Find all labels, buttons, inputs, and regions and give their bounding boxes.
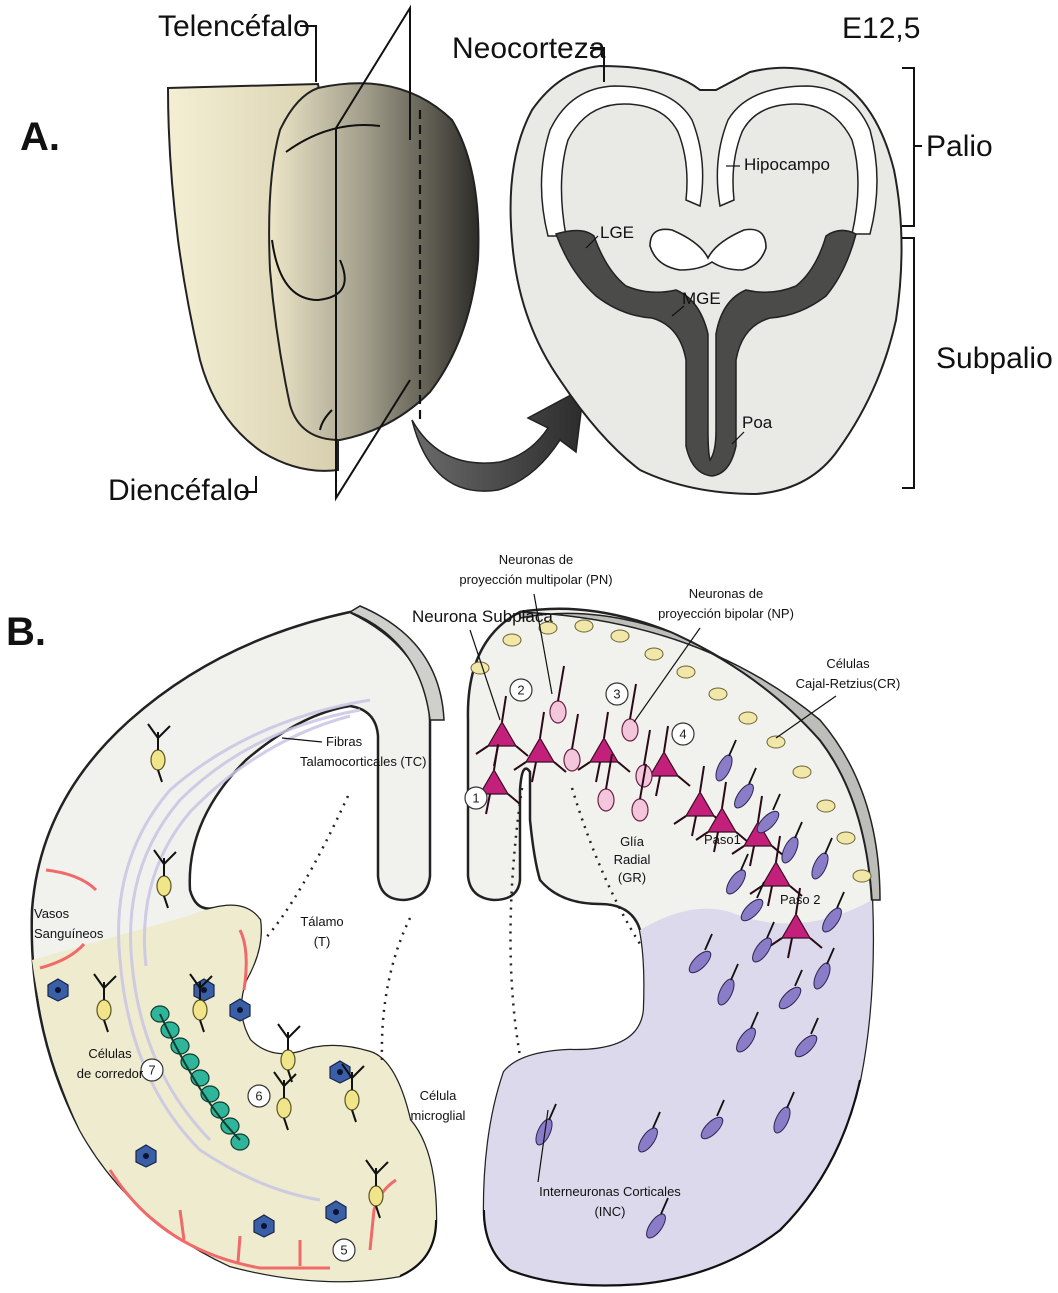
label-palio: Palio xyxy=(926,130,993,163)
label-pn-line1: Neuronas de xyxy=(499,552,573,567)
cr-cell xyxy=(853,870,871,882)
panel-a-label: A. xyxy=(20,115,60,159)
svg-text:5: 5 xyxy=(340,1243,347,1258)
label-microglia-line1: Célula xyxy=(420,1088,458,1103)
label-paso1: Paso1 xyxy=(704,832,741,847)
svg-text:3: 3 xyxy=(613,687,620,702)
label-cr-line1: Células xyxy=(826,656,870,671)
label-microglia-line2: microglial xyxy=(411,1108,466,1123)
step-5: 5 xyxy=(333,1239,355,1261)
label-talamo-line2: (T) xyxy=(314,934,331,949)
panel-b: B. xyxy=(6,552,900,1285)
cr-cell xyxy=(575,620,593,632)
label-cr-line2: Cajal-Retzius(CR) xyxy=(796,676,901,691)
thalamic-zone xyxy=(32,906,436,1281)
label-subpalio: Subpalio xyxy=(936,342,1053,375)
cr-cell xyxy=(709,688,727,700)
cr-cell xyxy=(503,634,521,646)
svg-text:7: 7 xyxy=(148,1063,155,1078)
label-mge: MGE xyxy=(682,289,721,308)
step-3: 3 xyxy=(606,683,628,705)
step-1: 1 xyxy=(465,787,487,809)
label-gr-line1: Glía xyxy=(620,834,645,849)
label-subplaca: Neurona Subplaca xyxy=(412,607,553,626)
panel-a: A. Telencéfalo Diencéfalo Neocorteza E12… xyxy=(20,8,1053,507)
label-tc-line1: Fibras xyxy=(326,734,363,749)
label-talamo-line1: Tálamo xyxy=(300,914,343,929)
label-poa: Poa xyxy=(742,413,773,432)
label-pn-line2: proyección multipolar (PN) xyxy=(459,572,612,587)
ventral-zone xyxy=(484,900,873,1285)
label-inc-line2: (INC) xyxy=(594,1204,625,1219)
step-4: 4 xyxy=(672,723,694,745)
label-vasos-line1: Vasos xyxy=(34,906,70,921)
cr-cell xyxy=(837,832,855,844)
cr-cell xyxy=(645,648,663,660)
svg-text:2: 2 xyxy=(517,683,524,698)
label-lge: LGE xyxy=(600,223,634,242)
label-tc-line2: Talamocorticales (TC) xyxy=(300,754,426,769)
cr-cell xyxy=(739,712,757,724)
label-gr-line3: (GR) xyxy=(618,870,646,885)
label-diencefalo: Diencéfalo xyxy=(108,474,250,507)
label-neocorteza: Neocorteza xyxy=(452,32,606,65)
cr-cell xyxy=(677,666,695,678)
label-paso2: Paso 2 xyxy=(780,892,820,907)
svg-text:6: 6 xyxy=(255,1089,262,1104)
svg-text:1: 1 xyxy=(472,791,479,806)
label-hipocampo: Hipocampo xyxy=(744,155,830,174)
step-2: 2 xyxy=(510,679,532,701)
transition-arrow xyxy=(412,388,584,491)
cr-cell xyxy=(611,630,629,642)
panel-b-label: B. xyxy=(6,610,46,654)
label-gr-line2: Radial xyxy=(614,852,651,867)
cr-cell xyxy=(471,662,489,674)
step-6: 6 xyxy=(248,1085,270,1107)
label-telencefalo: Telencéfalo xyxy=(158,10,310,43)
label-np-line2: proyección bipolar (NP) xyxy=(658,606,794,621)
label-stage: E12,5 xyxy=(842,12,920,45)
label-corredor-line1: Células xyxy=(88,1046,132,1061)
label-np-line1: Neuronas de xyxy=(689,586,763,601)
cr-cell xyxy=(793,766,811,778)
step-7: 7 xyxy=(141,1059,163,1081)
label-inc-line1: Interneuronas Corticales xyxy=(539,1184,681,1199)
telencephalon-shape xyxy=(269,83,478,440)
corridor-cell xyxy=(231,1134,249,1150)
svg-text:4: 4 xyxy=(679,727,686,742)
label-vasos-line2: Sanguíneos xyxy=(34,926,104,941)
cr-cell xyxy=(817,800,835,812)
label-corredor-line2: de corredor xyxy=(77,1066,144,1081)
